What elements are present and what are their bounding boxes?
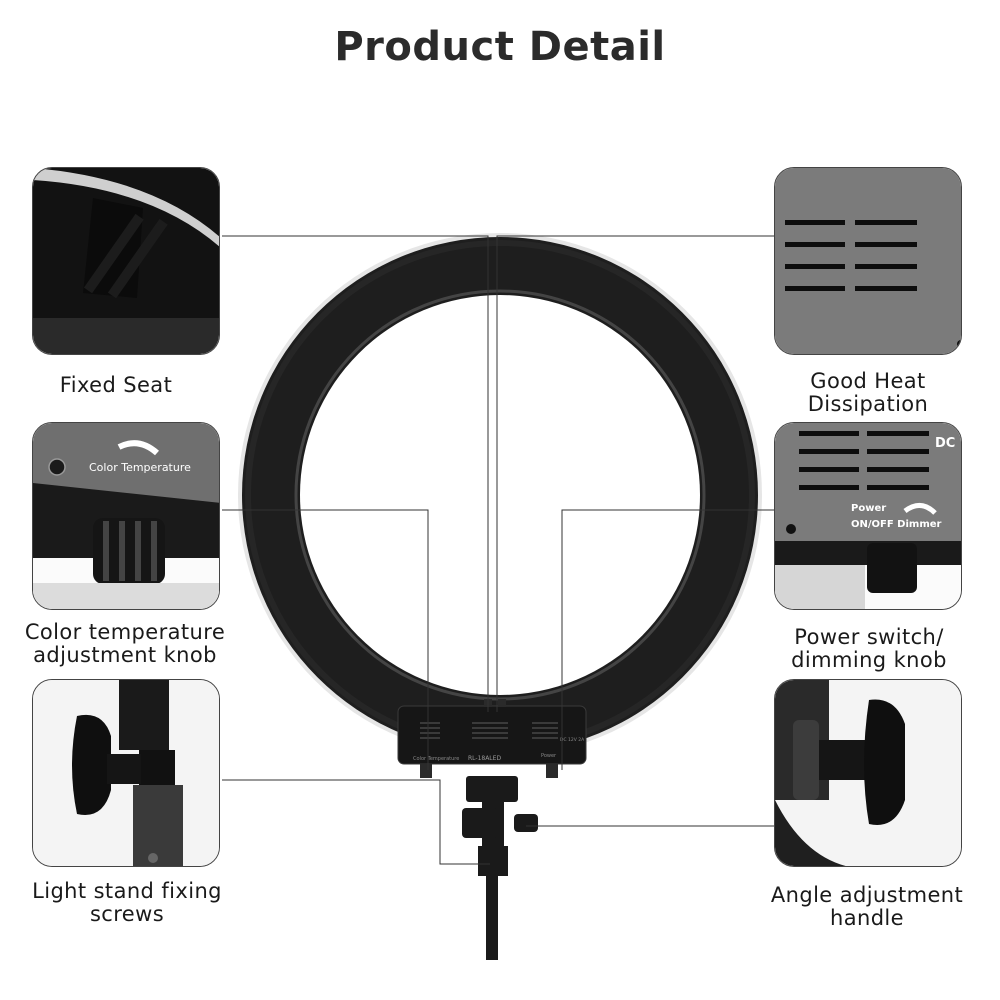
device-model-text: RL-18ALED — [468, 755, 501, 762]
label-power-knob-line2: dimming knob — [791, 648, 947, 672]
label-color-knob: Color temperature adjustment knob — [6, 621, 244, 667]
heat-dissipation-panel — [774, 167, 962, 355]
label-angle-handle-line2: handle — [830, 906, 904, 930]
stand-screws-panel — [32, 679, 220, 867]
stand-mount — [462, 776, 538, 960]
device-power-text: Power — [541, 753, 557, 759]
power-text: Power — [851, 503, 886, 514]
label-heat-line2: Dissipation — [807, 392, 929, 416]
control-box: Color Temperature RL-18ALED Power DC 12V… — [397, 699, 587, 778]
label-color-knob-line1: Color temperature — [24, 620, 226, 644]
label-fixed-seat: Fixed Seat — [16, 374, 216, 397]
onoff-dimmer-text: ON/OFF Dimmer — [851, 519, 942, 530]
label-angle-handle: Angle adjustment handle — [756, 884, 978, 930]
dc-text: DC — [935, 436, 955, 451]
label-power-knob: Power switch/ dimming knob — [766, 626, 972, 672]
label-heat-line1: Good Heat — [810, 369, 926, 393]
label-stand-screws-line2: screws — [89, 902, 165, 926]
label-stand-screws-line1: Light stand fixing — [32, 879, 222, 903]
ring-light — [238, 233, 762, 757]
label-power-knob-line1: Power switch/ — [794, 625, 944, 649]
label-color-knob-line2: adjustment knob — [33, 643, 217, 667]
color-temperature-text: Color Temperature — [89, 461, 191, 474]
device-color-temp-text: Color Temperature — [413, 756, 459, 762]
page-title: Product Detail — [334, 24, 666, 70]
angle-handle-panel — [774, 679, 962, 867]
label-heat-dissipation: Good Heat Dissipation — [768, 370, 968, 416]
device-dc-text: DC 12V 2A — [560, 737, 585, 743]
label-angle-handle-line1: Angle adjustment — [770, 883, 964, 907]
label-fixed-seat-line1: Fixed Seat — [59, 373, 173, 397]
power-knob-panel: DC Power ON/OFF Dimmer — [774, 422, 962, 610]
label-stand-screws: Light stand fixing screws — [16, 880, 238, 926]
color-knob-panel: Color Temperature — [32, 422, 220, 610]
fixed-seat-panel — [32, 167, 220, 355]
leader-lines — [222, 235, 776, 865]
